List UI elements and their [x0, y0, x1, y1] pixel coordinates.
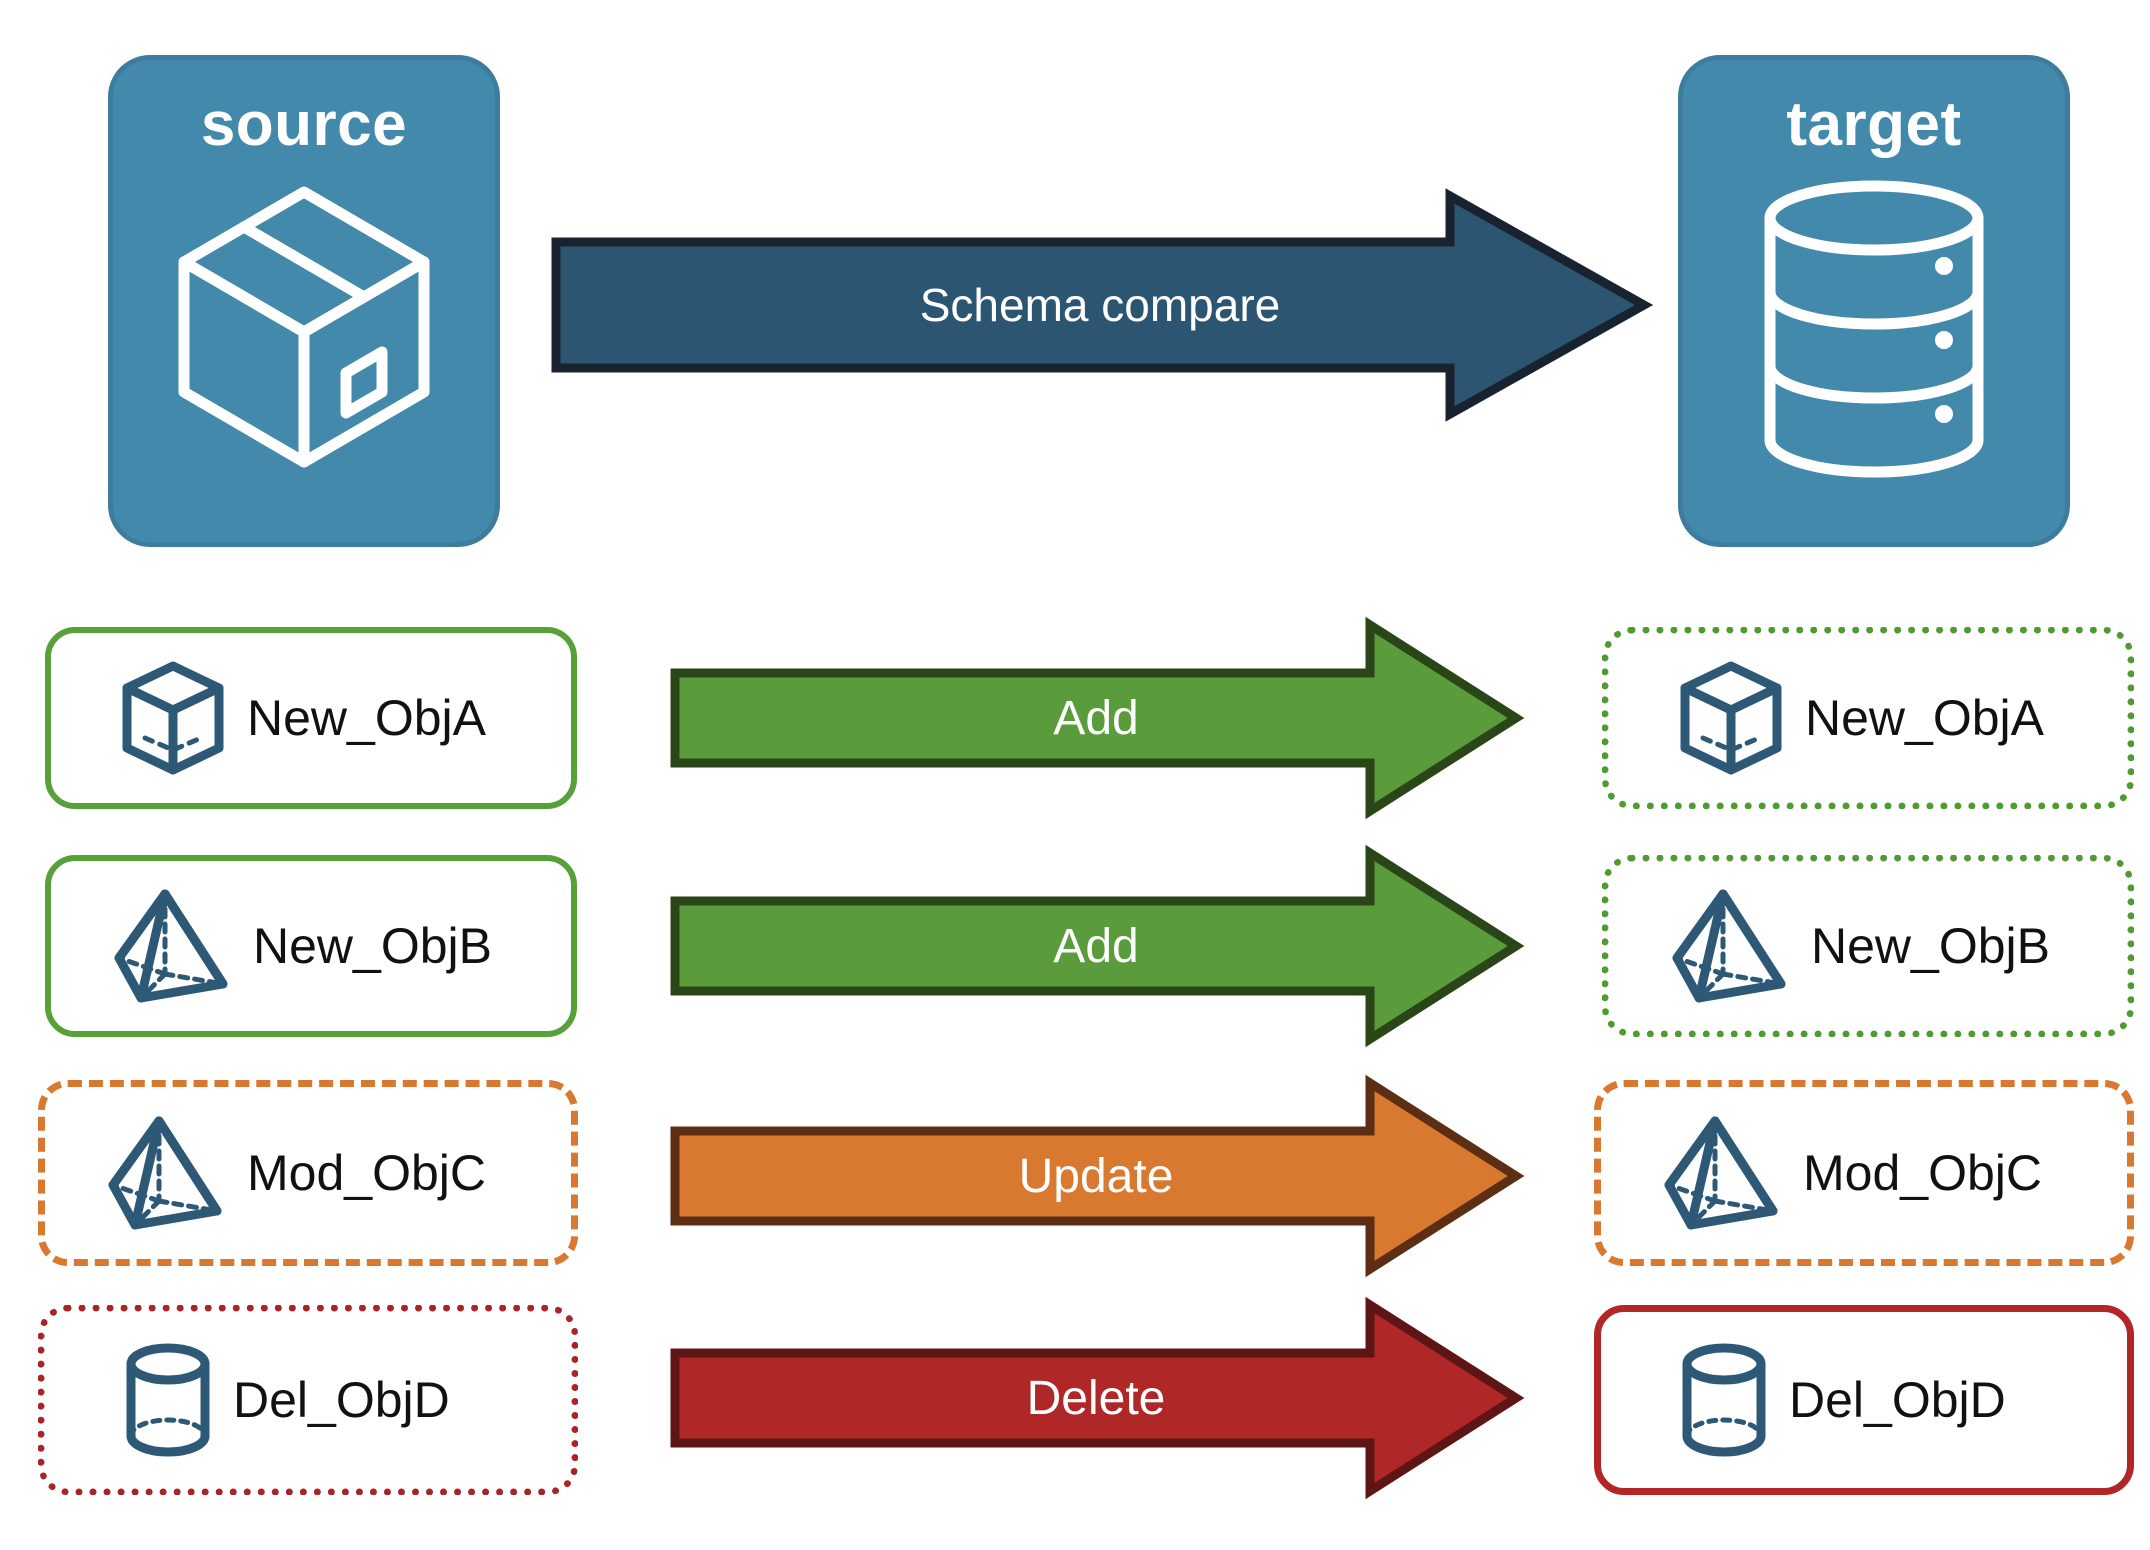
- target-object-box-mod-objc[interactable]: Mod_ObjC: [1594, 1080, 2134, 1266]
- wireframe-pyramid-icon: [107, 1115, 225, 1231]
- target-object-label: New_ObjA: [1805, 690, 2044, 746]
- source-object-label: Mod_ObjC: [247, 1145, 486, 1201]
- wireframe-cube-icon: [121, 660, 225, 776]
- target-object-box-new-obja[interactable]: New_ObjA: [1602, 627, 2134, 809]
- target-panel-title: target: [1786, 90, 1962, 159]
- source-object-box-new-obja[interactable]: New_ObjA: [45, 627, 577, 809]
- wireframe-pyramid-icon: [1671, 888, 1789, 1004]
- target-object-label: Del_ObjD: [1789, 1372, 2006, 1428]
- source-object-label: New_ObjB: [253, 918, 492, 974]
- action-arrow-add-1[interactable]: Add: [670, 616, 1525, 820]
- source-object-label: New_ObjA: [247, 690, 486, 746]
- package-box-icon: [170, 178, 438, 478]
- source-object-box-del-objd[interactable]: Del_ObjD: [38, 1305, 578, 1495]
- wireframe-cylinder-icon: [1681, 1342, 1767, 1458]
- action-arrow-update[interactable]: Update: [670, 1074, 1525, 1278]
- target-object-box-del-objd[interactable]: Del_ObjD: [1594, 1305, 2134, 1495]
- source-object-box-mod-objc[interactable]: Mod_ObjC: [38, 1080, 578, 1266]
- target-object-box-new-objb[interactable]: New_ObjB: [1602, 855, 2134, 1037]
- source-endpoint-panel[interactable]: source: [108, 55, 500, 547]
- action-arrow-add-2[interactable]: Add: [670, 844, 1525, 1048]
- source-panel-title: source: [200, 90, 408, 159]
- schema-compare-arrow[interactable]: Schema compare: [550, 188, 1654, 422]
- source-object-label: Del_ObjD: [233, 1372, 450, 1428]
- source-object-box-new-objb[interactable]: New_ObjB: [45, 855, 577, 1037]
- target-object-label: Mod_ObjC: [1803, 1145, 2042, 1201]
- action-arrow-delete[interactable]: Delete: [670, 1296, 1525, 1500]
- wireframe-cube-icon: [1679, 660, 1783, 776]
- target-endpoint-panel[interactable]: target: [1678, 55, 2070, 547]
- wireframe-cylinder-icon: [125, 1342, 211, 1458]
- wireframe-pyramid-icon: [1663, 1115, 1781, 1231]
- database-cylinder-icon: [1758, 178, 1990, 478]
- wireframe-pyramid-icon: [113, 888, 231, 1004]
- target-object-label: New_ObjB: [1811, 918, 2050, 974]
